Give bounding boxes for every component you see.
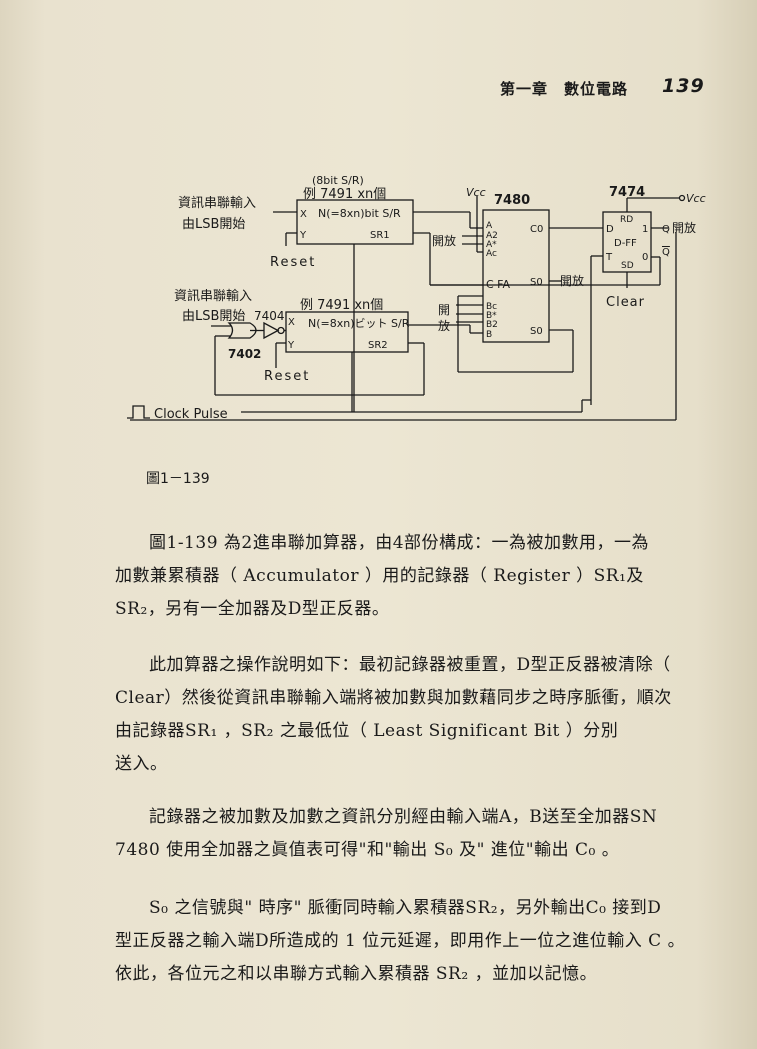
- sr2-input-label-2: 由LSB開始: [182, 309, 245, 324]
- open-label-2: 開放: [560, 273, 584, 288]
- sr1-pin-x: X: [300, 209, 307, 220]
- ff-0: 0: [642, 252, 648, 263]
- paragraph-4-line-2: 型正反器之輸入端D所造成的 1 位元延遲，即用作上一位之進位輸入 C 。: [115, 931, 686, 951]
- ff-name: D-FF: [614, 238, 637, 249]
- sr1-name: SR1: [370, 230, 390, 241]
- paragraph-1-line-2: 加數兼累積器（ Accumulator ）用的記錄器（ Register ）SR…: [115, 566, 644, 586]
- paragraph-2-line-4: 送入。: [115, 754, 168, 774]
- sr1-box: [296, 199, 414, 245]
- ff-rd: RD: [620, 215, 633, 225]
- fa-box: [482, 209, 550, 343]
- clear-label: Clear: [606, 295, 645, 310]
- fa-label: C FA: [486, 278, 510, 291]
- fa-pin-b3: B2: [486, 320, 498, 330]
- paragraph-2: 此加算器之操作說明如下：最初記錄器被重置，D型正反器被清除（ Clear）然後從…: [115, 649, 715, 781]
- paragraph-3-line-1: 記錄器之被加數及加數之資訊分別經由輸入端A，B送至全加器SN: [149, 807, 658, 827]
- paragraph-2-line-1: 此加算器之操作說明如下：最初記錄器被重置，D型正反器被清除（: [149, 655, 671, 675]
- open-label-4: 開放: [672, 220, 696, 235]
- ff-sd: SD: [621, 261, 634, 271]
- page-number: 139: [662, 75, 705, 97]
- open-label-1: 開放: [432, 233, 456, 248]
- fa-pin-b1: Bc: [486, 302, 497, 312]
- paragraph-4-line-1: S₀ 之信號與" 時序" 脈衝同時輸入累積器SR₂，另外輸出C₀ 接到D: [149, 898, 662, 918]
- sr2-pin-y: Y: [287, 340, 295, 351]
- sr2-pin-x: X: [288, 317, 295, 328]
- gate-7402: 7402: [228, 347, 261, 361]
- sr2-name: SR2: [368, 340, 388, 351]
- fa-chip-label: 7480: [494, 193, 530, 208]
- paragraph-4: S₀ 之信號與" 時序" 脈衝同時輸入累積器SR₂，另外輸出C₀ 接到D 型正反…: [115, 892, 715, 991]
- vcc-1: Vcc: [466, 186, 486, 199]
- fa-pin-a2: A2: [486, 231, 498, 241]
- paragraph-3: 記錄器之被加數及加數之資訊分別經由輸入端A，B送至全加器SN 7480 使用全加…: [115, 801, 715, 867]
- fa-co: C0: [530, 224, 543, 235]
- ff-chip-label: 7474: [609, 185, 645, 200]
- sr1-title: 例 7491 xn個: [303, 187, 386, 202]
- reset-2: Reset: [264, 369, 310, 384]
- paragraph-2-line-3: 由記錄器SR₁ ，SR₂ 之最低位（ Least Significant Bit…: [115, 721, 619, 741]
- sr2-title: 例 7491 xn個: [300, 298, 383, 313]
- ff-q: Q: [662, 224, 670, 235]
- chapter-title: 第一章 數位電路: [500, 80, 629, 98]
- sr1-note: (8bit S/R): [312, 174, 364, 187]
- figure-caption: 圖1－139: [146, 471, 210, 487]
- sr1-input-label-2: 由LSB開始: [182, 217, 245, 232]
- sr2-inner: N(=8xn)ビット S/R: [308, 317, 410, 330]
- ff-d: D: [606, 224, 614, 235]
- gate-7404: 7404: [254, 309, 285, 323]
- ff-qbar: Q: [662, 247, 670, 258]
- fa-pin-a1: A: [486, 221, 493, 231]
- fa-pin-a4: Ac: [486, 249, 497, 259]
- circuit-diagram: 資訊串聯輸入 由LSB開始 (8bit S/R) 例 7491 xn個 X N(…: [127, 174, 706, 422]
- fa-so-1: S0: [530, 277, 543, 288]
- clock-pulse-label: Clock Pulse: [154, 407, 228, 422]
- reset-1: Reset: [270, 255, 316, 270]
- fa-pin-b2: B*: [486, 311, 497, 321]
- ff-t: T: [605, 252, 613, 263]
- sr1-input-label-1: 資訊串聯輸入: [178, 196, 256, 211]
- paragraph-4-line-3: 依此，各位元之和以串聯方式輸入累積器 SR₂ ，並加以記憶。: [115, 964, 598, 984]
- sr1-inner: N(=8xn)bit S/R: [318, 207, 401, 220]
- sr2-box: [285, 311, 409, 353]
- sr1-pin-y: Y: [299, 230, 307, 241]
- fa-pin-a3: A*: [486, 240, 497, 250]
- sr2-input-label-1: 資訊串聯輸入: [174, 289, 252, 304]
- paragraph-1-line-3: SR₂，另有一全加器及D型正反器。: [115, 599, 390, 619]
- paragraph-1: 圖1-139 為2進串聯加算器，由4部份構成：一為被加數用，一為 加數兼累積器（…: [115, 527, 715, 626]
- vcc-2: Vcc: [686, 192, 706, 205]
- open-label-3b: 放: [438, 318, 450, 333]
- paragraph-2-line-2: Clear）然後從資訊串聯輸入端將被加數與加數藉同步之時序脈衝，順次: [115, 688, 672, 708]
- open-label-3a: 開: [438, 303, 450, 317]
- paragraph-1-line-1: 圖1-139 為2進串聯加算器，由4部份構成：一為被加數用，一為: [149, 533, 650, 553]
- fa-so-2: S0: [530, 326, 543, 337]
- fa-pin-b4: B: [486, 330, 492, 340]
- paragraph-3-line-2: 7480 使用全加器之眞值表可得"和"輸出 S₀ 及" 進位"輸出 C₀ 。: [115, 840, 620, 860]
- ff-1: 1: [642, 224, 648, 235]
